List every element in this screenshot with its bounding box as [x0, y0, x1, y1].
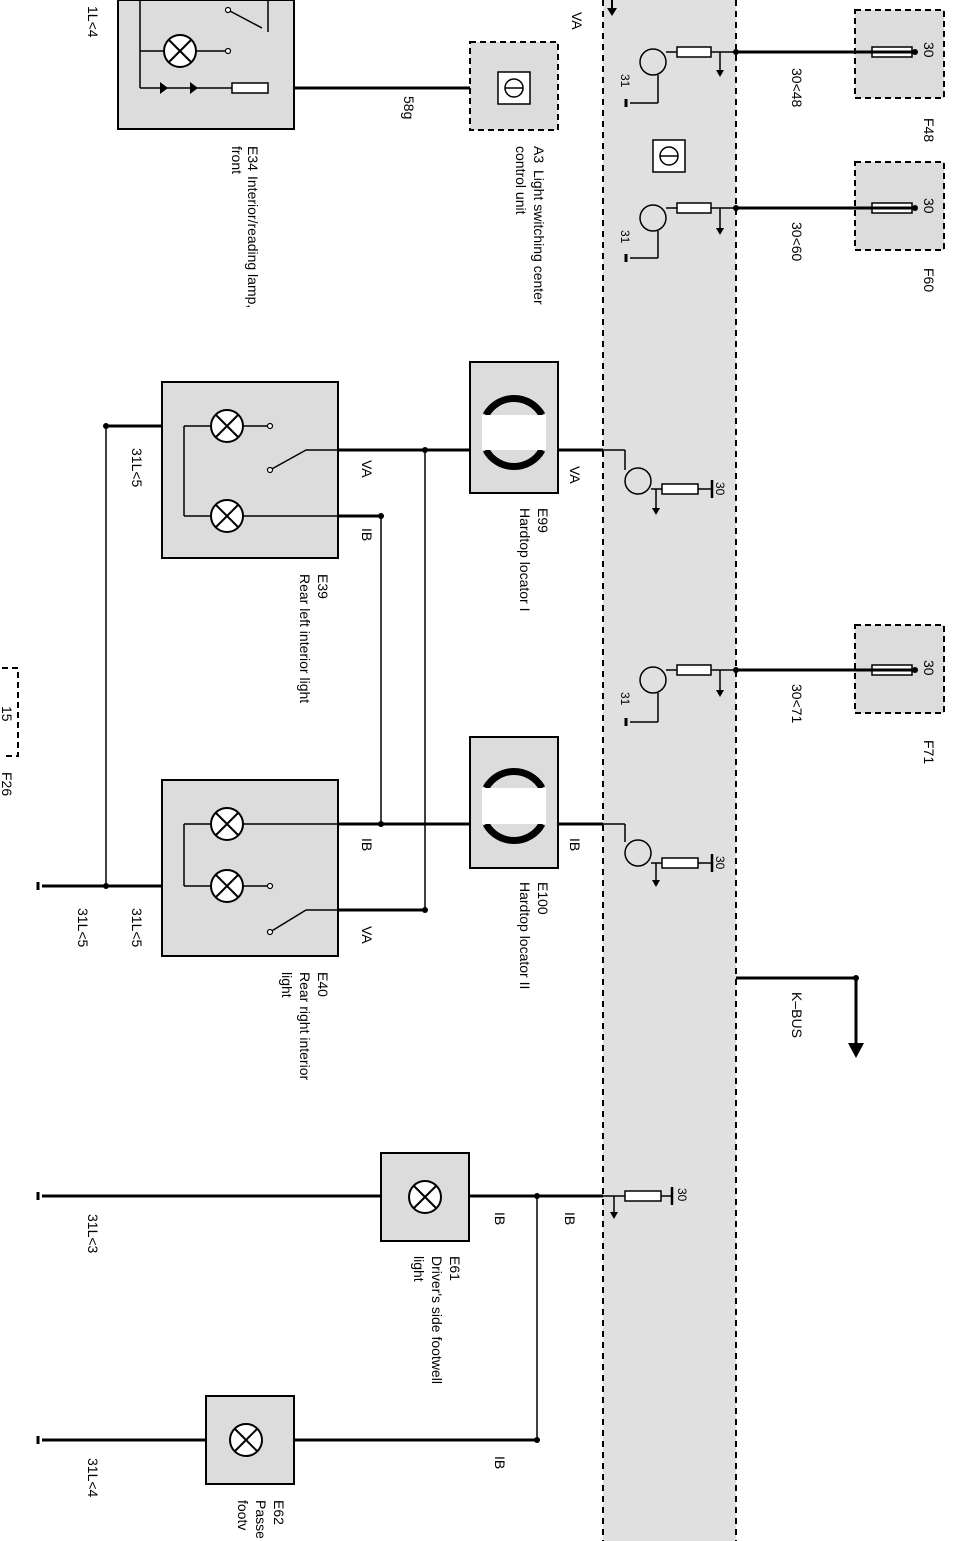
component-e40: E40 Rear right interior light	[161, 779, 339, 1080]
e39-ground-label: 31L<5	[129, 448, 145, 488]
component-e39: E39 Rear left interior light	[161, 381, 339, 703]
e100-label-id: E100	[535, 882, 551, 915]
fuse-f71-number: 30	[921, 660, 937, 676]
e39-label-id: E39	[315, 574, 331, 599]
a3-label-line2: control unit	[513, 146, 529, 215]
e62-ground-label: 31L<4	[85, 1458, 101, 1498]
e99-supply-30: 30	[713, 482, 727, 496]
fuse-f26-id: F26	[0, 772, 15, 796]
fuse-f60-number: 30	[921, 198, 937, 214]
ib-e62-label: IB	[492, 1456, 508, 1469]
e100-supply-30: 30	[713, 856, 727, 870]
fuse-f71-id: F71	[921, 740, 937, 764]
fuse-f48-wire-label: 30<48	[789, 68, 805, 108]
e61-label-line1: Driver's side footwell	[429, 1256, 445, 1384]
fuse-f48-id: F48	[921, 118, 937, 142]
e62-label-id: E62	[271, 1500, 287, 1525]
e99-label-id: E99	[535, 508, 551, 533]
ib-e39-label: IB	[359, 528, 375, 541]
transistor-stage-1: 31	[618, 46, 736, 109]
transistor-stage-e61: 30	[603, 1187, 689, 1219]
wire-58g-label: 58g	[401, 96, 417, 119]
va-e40-label: VA	[359, 926, 375, 944]
ib-e61-bus-label: IB	[562, 1212, 578, 1225]
ib-e61-label: IB	[492, 1212, 508, 1225]
top-left-node-label: 1L<4	[85, 6, 101, 38]
e40-ground-label-outer: 31L<5	[75, 908, 91, 948]
e34-label-id: E34	[245, 146, 261, 171]
fuse-f26-number: 15	[0, 706, 15, 722]
va-e99-label: VA	[567, 466, 583, 484]
e62-label-line1: Passe	[253, 1500, 269, 1539]
fuse-f60-wire-label: 30<60	[789, 222, 805, 262]
component-e61: E61 Driver's side footwell light	[380, 1152, 470, 1384]
e61-label-id: E61	[447, 1256, 463, 1281]
transistor-stage-e100: 30	[603, 823, 727, 887]
transistor-stage-3: 31	[618, 664, 736, 728]
e100-label-name: Hardtop locator II	[517, 882, 533, 989]
fuse-f26: 15 F26	[0, 667, 19, 796]
fuse-f60: 30 30<60 F60	[733, 161, 945, 292]
kbus-label: K–BUS	[789, 992, 805, 1038]
fuse-f71-wire-label: 30<71	[789, 684, 805, 724]
e40-label-line1: Rear right interior	[297, 972, 313, 1080]
component-e34: E34 Interior/reading lamp, front	[117, 0, 295, 308]
a3-label-line1: Light switching center	[531, 170, 547, 305]
e99-label-name: Hardtop locator I	[517, 508, 533, 612]
component-e99: E99 Hardtop locator I	[469, 361, 559, 612]
va-top-label: VA	[569, 12, 585, 30]
ib-e40-label: IB	[359, 838, 375, 851]
ib-e100-label: IB	[567, 838, 583, 851]
fuse-f71: 30 30<71 F71	[733, 624, 945, 764]
component-e100: E100 Hardtop locator II	[469, 736, 559, 989]
e34-label-line1: Interior/reading lamp,	[245, 176, 261, 308]
va-e39-label: VA	[359, 460, 375, 478]
stage-1-ground-31: 31	[618, 74, 632, 88]
e34-label-line2: front	[229, 146, 245, 174]
e61-ground-label: 31L<3	[85, 1214, 101, 1254]
component-e62: E62 Passe footv	[205, 1395, 295, 1539]
control-unit-symbol-icon	[652, 139, 686, 173]
kbus-connection: K–BUS	[736, 975, 864, 1058]
transistor-stage-2: 31	[618, 202, 736, 264]
fuse-f48-number: 30	[921, 42, 937, 58]
stage-3-ground-31: 31	[618, 692, 632, 706]
arrow-up-top-icon	[607, 0, 617, 16]
e40-label-id: E40	[315, 972, 331, 997]
fuse-f60-id: F60	[921, 268, 937, 292]
arrow-down-icon	[848, 1043, 864, 1058]
e39-label-name: Rear left interior light	[297, 574, 313, 703]
e62-label-line2: footv	[235, 1500, 251, 1530]
e61-label-line2: light	[411, 1256, 427, 1282]
e61-supply-30: 30	[675, 1188, 689, 1202]
a3-label-id: A3	[531, 146, 547, 163]
stage-2-ground-31: 31	[618, 230, 632, 244]
transistor-stage-e99: 30	[603, 449, 727, 515]
fuse-f48: 30 30<48 F48	[733, 9, 945, 142]
component-a3: A3 Light switching center control unit	[469, 41, 559, 305]
e40-ground-label-inner: 31L<5	[129, 908, 145, 948]
e40-label-line2: light	[279, 972, 295, 998]
